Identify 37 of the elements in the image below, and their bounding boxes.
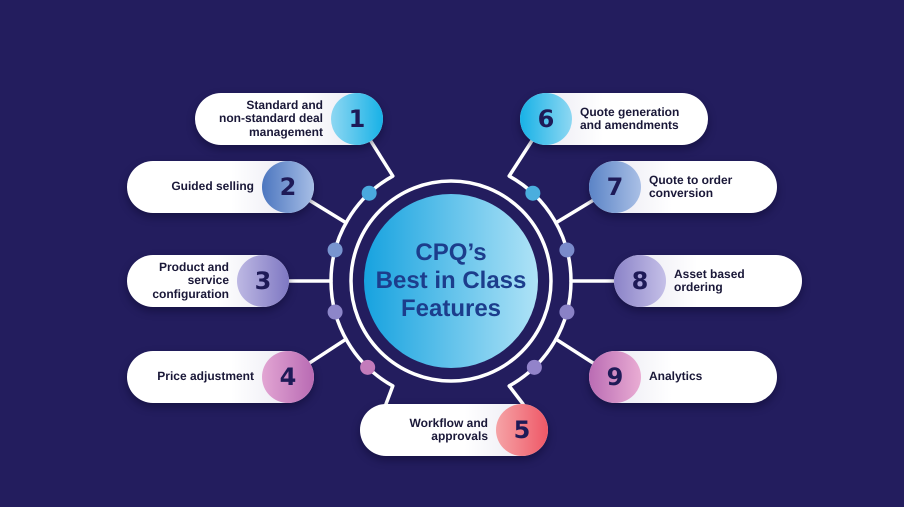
- hub-circle: [327, 174, 575, 388]
- feature-label: Price adjustment: [157, 370, 254, 384]
- feature-pill: [614, 255, 802, 307]
- feature-pill: [127, 255, 289, 307]
- number-badge: 1: [331, 93, 383, 145]
- connector-line: [369, 139, 395, 178]
- number-badge: 3: [237, 255, 289, 307]
- feature-label: Product and service configuration: [152, 260, 229, 302]
- number-badge: 5: [496, 404, 548, 456]
- connector-line: [507, 139, 534, 178]
- connector-line: [384, 384, 395, 406]
- hub-title: CPQ’s Best in Class Features: [376, 239, 526, 323]
- number-badge: 7: [589, 161, 641, 213]
- connector-line: [507, 384, 525, 406]
- connector-line: [308, 337, 348, 365]
- feature-pill: [589, 161, 777, 213]
- feature-label: Guided selling: [171, 180, 254, 194]
- feature-pill: [127, 161, 314, 213]
- feature-pill: [360, 404, 548, 456]
- number-badge: 8: [614, 255, 666, 307]
- feature-label: Standard and non-standard deal management: [218, 98, 323, 140]
- feature-pill: [195, 93, 383, 145]
- feature-label: Quote to order conversion: [649, 174, 732, 200]
- feature-pill: [589, 351, 777, 403]
- feature-label: Workflow and approvals: [410, 416, 488, 444]
- number-badge: 4: [262, 351, 314, 403]
- number-badge: 2: [262, 161, 314, 213]
- connector-line: [554, 198, 595, 225]
- feature-pill: [520, 93, 708, 145]
- connector-line: [308, 198, 348, 225]
- feature-label: Quote generation and amendments: [580, 106, 680, 132]
- number-badge: 6: [520, 93, 572, 145]
- connector-line: [554, 337, 595, 365]
- feature-label: Asset based ordering: [674, 268, 745, 294]
- feature-label: Analytics: [649, 370, 702, 384]
- feature-pill: [127, 351, 314, 403]
- number-badge: 9: [589, 351, 641, 403]
